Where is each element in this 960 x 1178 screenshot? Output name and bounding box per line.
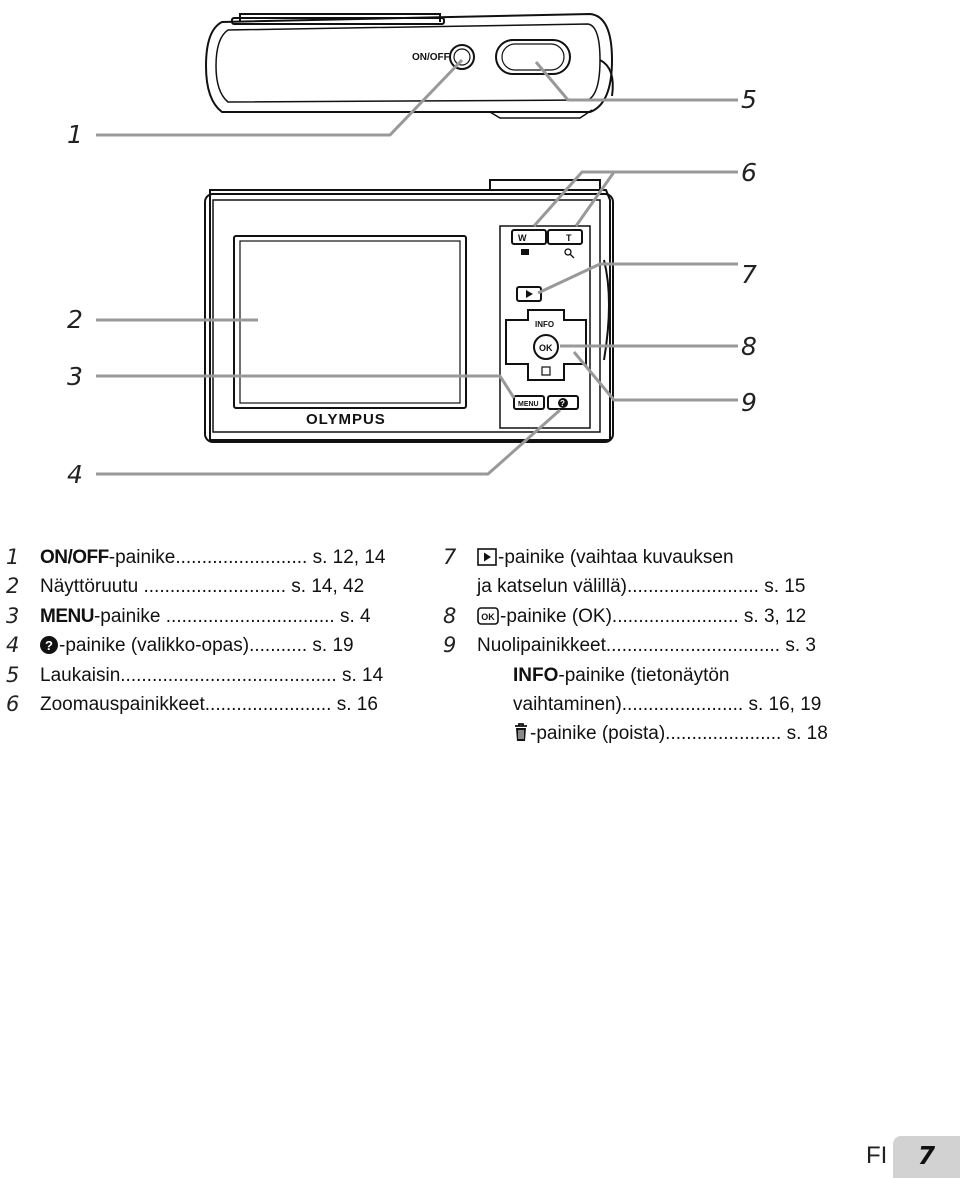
legend-num: 9 [443, 633, 457, 658]
callout-4: 4 [67, 460, 83, 489]
legend-num: 8 [443, 603, 457, 628]
zoom-w-label: W [518, 233, 527, 243]
callout-7: 7 [741, 260, 757, 289]
legend-left: 1 ON/OFF-painike........................… [6, 543, 426, 719]
callout-1: 1 [67, 120, 83, 149]
callout-lines [96, 58, 738, 476]
playback-icon [477, 548, 497, 566]
menu-label: MENU [518, 401, 539, 408]
onoff-button-icon [449, 44, 475, 70]
legend-item-6: 6 Zoomauspainikkeet.....................… [6, 690, 426, 719]
zoom-w-button-icon [511, 229, 547, 245]
callout-5: 5 [741, 85, 757, 114]
legend-item-9-info: INFO-painike (tietonäytön [443, 661, 863, 690]
legend-key: MENU [40, 605, 94, 627]
legend-text: Nuolipainikkeet.........................… [477, 635, 816, 657]
help-button-icon [547, 395, 579, 410]
brand-logo: OLYMPUS [306, 411, 386, 428]
legend-item-3: 3 MENU-painike .........................… [6, 602, 426, 631]
camera-diagram: ON/OFF OLYMPUS W T INFO OK MENU ? 1 2 3 … [0, 0, 960, 520]
page-number-tab: 7 [893, 1136, 960, 1178]
legend-num: 6 [6, 691, 20, 716]
legend-text: -painike (OK)........................ s.… [500, 605, 807, 627]
callout-6: 6 [741, 158, 757, 187]
legend-text: -painike (vaihtaa kuvauksen [498, 547, 734, 568]
legend-text: -painike (poista)...................... … [530, 723, 828, 745]
legend-item-8: 8 OK -painike (OK).......................… [443, 602, 863, 631]
legend-num: 3 [6, 603, 20, 628]
legend-item-9: 9 Nuolipainikkeet.......................… [443, 631, 863, 660]
help-icon: ? [40, 636, 58, 655]
legend-item-4: 4 ? -painike (valikko-opas)........... s.… [6, 631, 426, 660]
legend-key: INFO [513, 664, 559, 686]
legend-text: ja katselun välillä)....................… [477, 576, 806, 598]
ok-button-icon [533, 334, 559, 360]
svg-text:?: ? [560, 399, 565, 408]
legend-right: 7 -painike (vaihtaa kuvauksen ja katselu… [443, 543, 863, 749]
playback-button-icon [516, 286, 542, 302]
legend-text: -painike (valikko-opas)........... s. 19 [59, 635, 354, 657]
ok-label: OK [539, 343, 553, 353]
legend-item-7-cont: ja katselun välillä)....................… [443, 572, 863, 601]
legend-num: 2 [6, 574, 20, 599]
language-code: FI [866, 1142, 888, 1169]
info-label: INFO [535, 320, 554, 329]
legend-num: 7 [443, 545, 457, 569]
legend-item-2: 2 Näyttöruutu ..........................… [6, 572, 426, 601]
camera-illustration: ON/OFF OLYMPUS W T INFO OK MENU ? [96, 12, 738, 476]
svg-text:OK: OK [481, 612, 495, 622]
legend-num: 5 [6, 662, 20, 687]
callout-9: 9 [741, 388, 757, 417]
trash-icon [515, 723, 527, 742]
legend-num: 1 [6, 545, 20, 569]
callout-8: 8 [741, 332, 757, 361]
legend-text: -painike......................... s. 12,… [108, 547, 386, 568]
legend-text: -painike (tietonäytön [558, 664, 730, 686]
zoom-t-label: T [566, 233, 572, 243]
legend-key: ON/OFF [40, 547, 109, 568]
zoom-t-button-icon [547, 229, 583, 245]
menu-button-icon [513, 395, 545, 410]
legend-text: Laukaisin...............................… [40, 664, 384, 686]
svg-text:?: ? [45, 638, 53, 653]
legend-text: Näyttöruutu ........................... … [40, 576, 365, 598]
callout-3: 3 [67, 362, 83, 391]
camera-top-view [204, 12, 614, 119]
callout-2: 2 [67, 305, 83, 334]
legend-item-9-delete: -painike (poista)...................... … [443, 719, 863, 748]
legend-num: 4 [6, 633, 20, 658]
screen-outline [233, 235, 467, 409]
camera-back-view [204, 179, 614, 443]
onoff-label: ON/OFF [412, 52, 450, 63]
legend-item-5: 5 Laukaisin.............................… [6, 661, 426, 690]
legend-item-9-info-cont: vaihtaminen)....................... s. 1… [443, 690, 863, 719]
legend-text: -painike ...............................… [93, 605, 371, 627]
legend-text: Zoomauspainikkeet.......................… [40, 693, 378, 715]
legend-item-1: 1 ON/OFF-painike........................… [6, 543, 426, 572]
legend-text: vaihtaminen)....................... s. 1… [513, 693, 822, 715]
legend-item-7: 7 -painike (vaihtaa kuvauksen [443, 543, 863, 572]
ok-icon: OK [477, 606, 499, 625]
page-number: 7 [917, 1141, 936, 1170]
